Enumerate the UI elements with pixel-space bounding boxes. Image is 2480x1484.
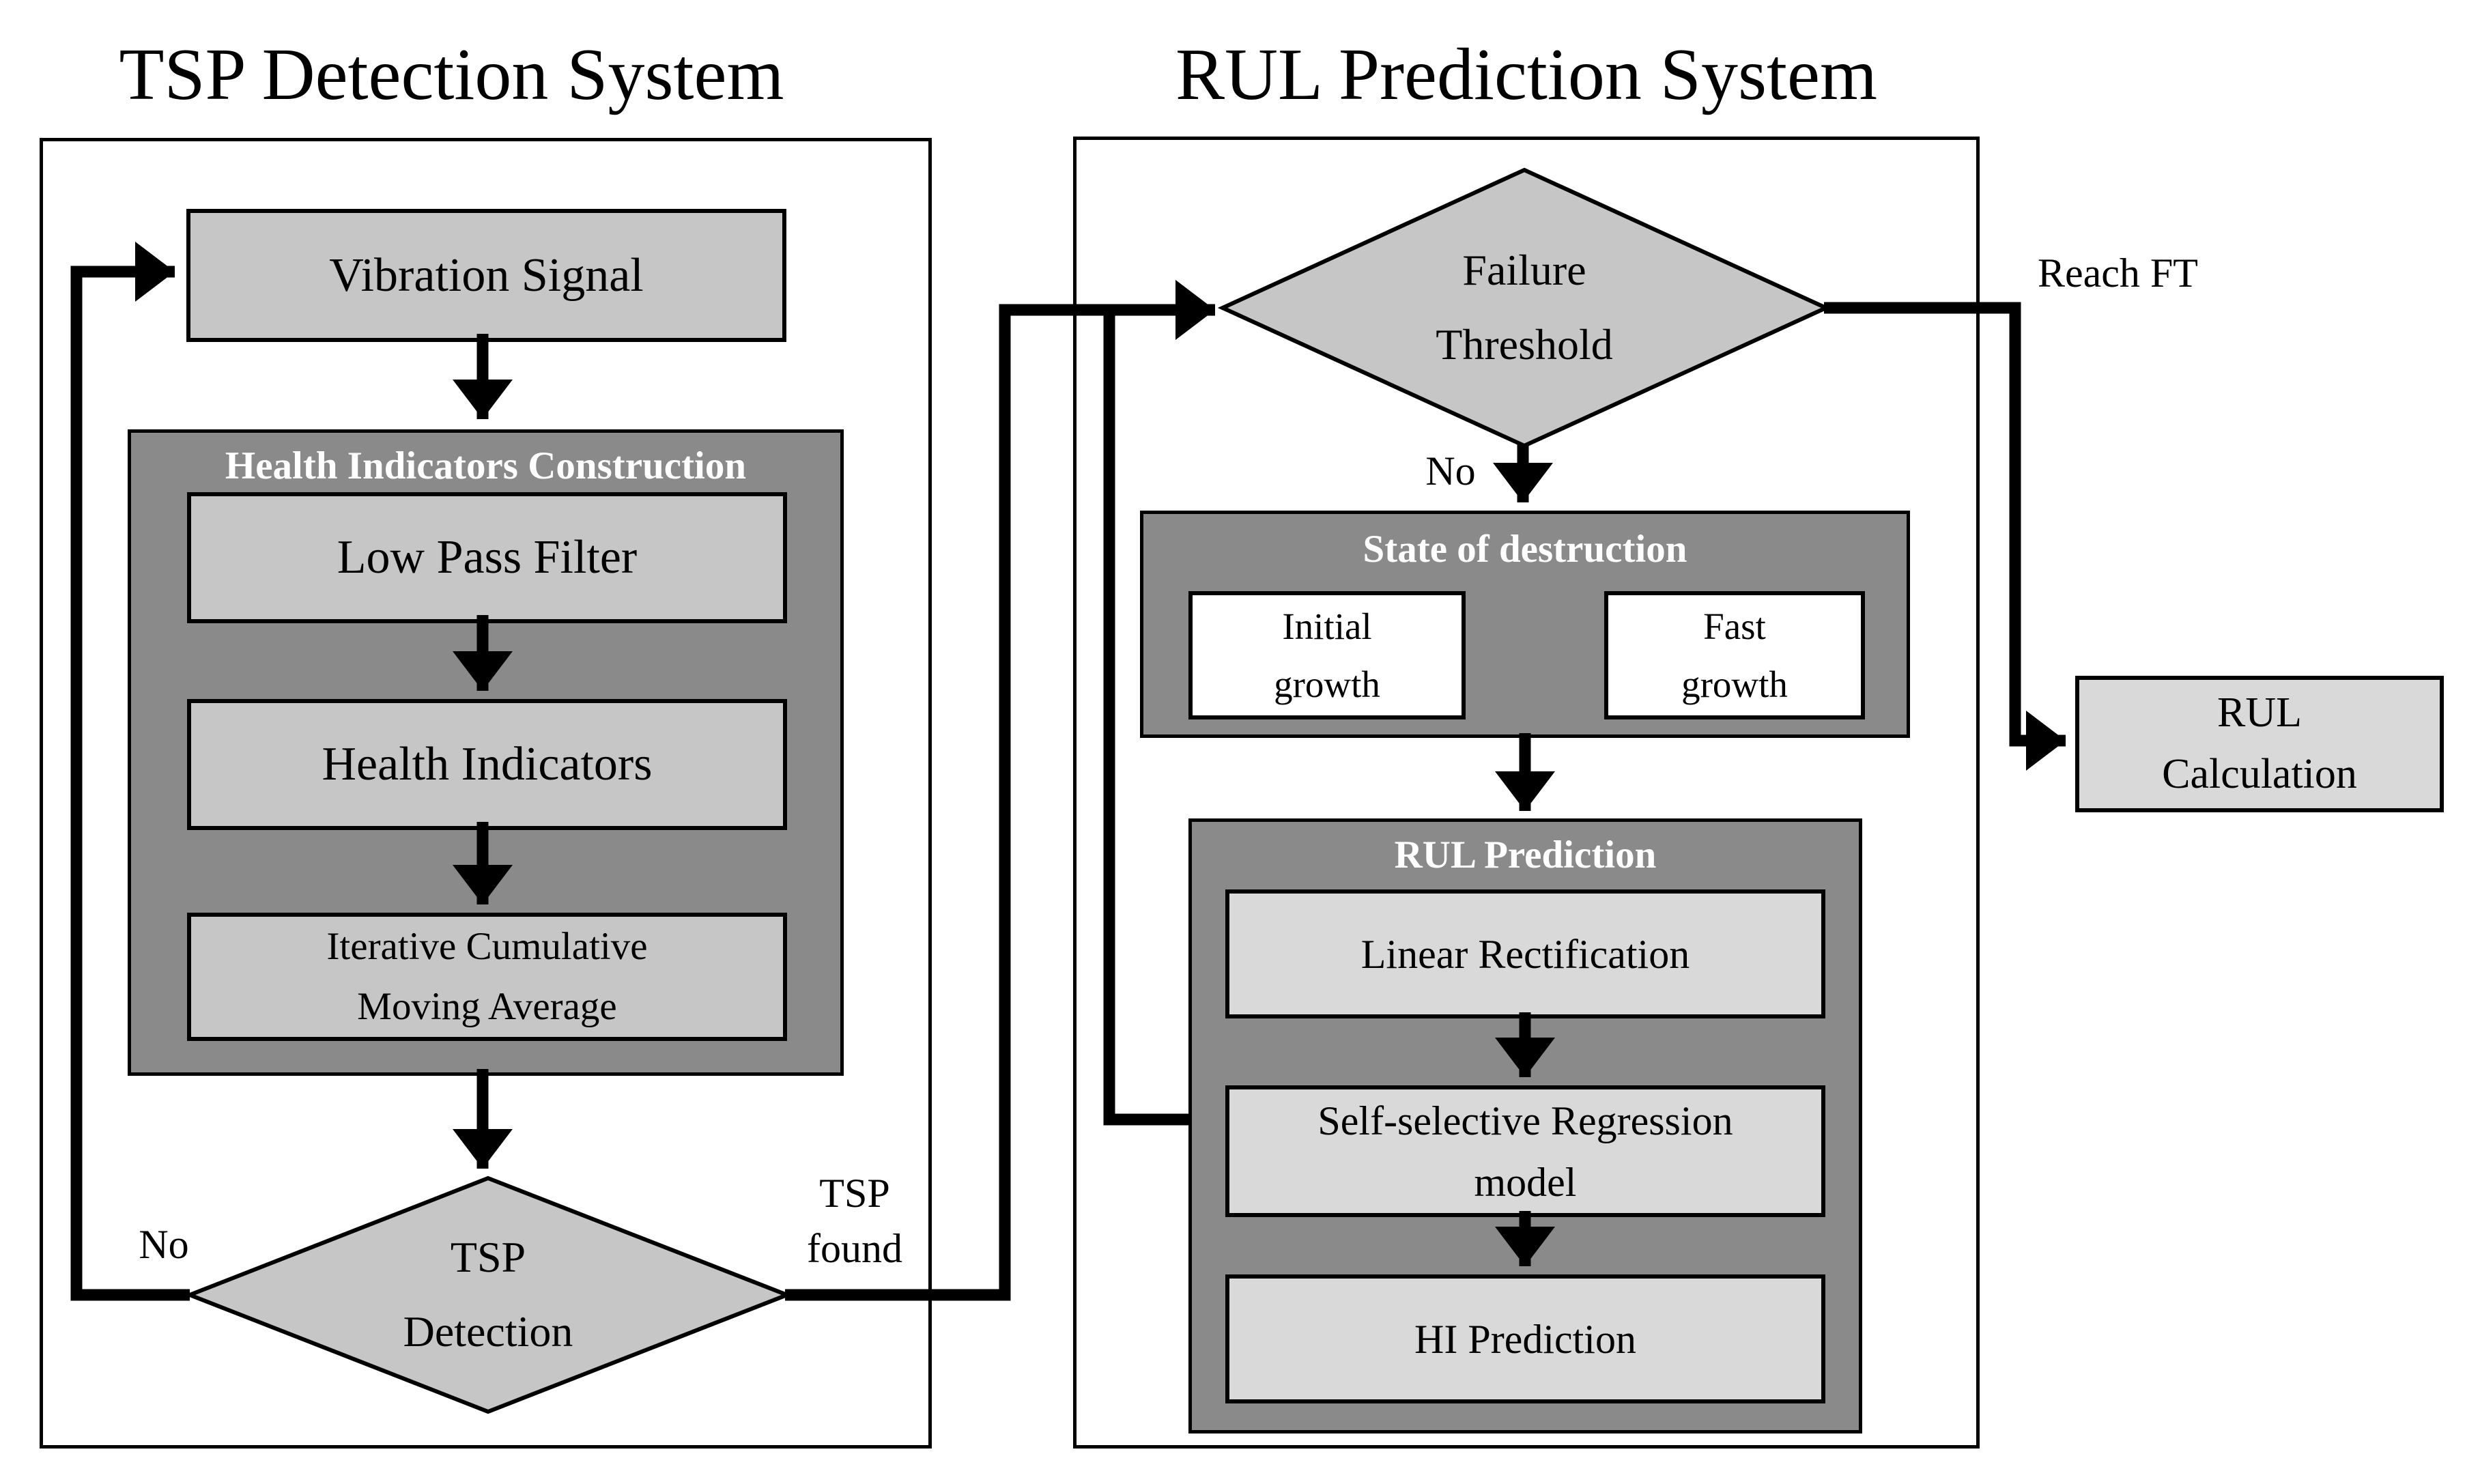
state-of-destruction-title: State of destruction [1363,528,1687,571]
failure-threshold-label: Failure Threshold [1436,246,1613,369]
reach-ft-branch-label: Reach FT [2038,251,2198,296]
self-selective-regression-label: Self-selective Regression model [1317,1098,1733,1205]
health-indicators-construction-title: Health Indicators Construction [225,444,747,487]
low-pass-filter-box: Low Pass Filter [187,492,787,623]
vibration-signal-label: Vibration Signal [329,248,644,302]
tsp-found-branch-label: TSP found [807,1171,902,1271]
fast-growth-label: Fast growth [1681,605,1788,705]
iterative-cumulative-moving-average-box: Iterative Cumulative Moving Average [187,913,787,1041]
tsp-system-title: TSP Detection System [119,34,784,115]
hi-prediction-label: HI Prediction [1414,1316,1636,1362]
low-pass-filter-label: Low Pass Filter [337,531,638,584]
hi-prediction-box: HI Prediction [1225,1274,1825,1403]
health-indicators-label: Health Indicators [322,738,653,791]
iterative-cumulative-moving-average-label: Iterative Cumulative Moving Average [326,924,648,1028]
initial-growth-box: Initial growth [1188,591,1466,719]
self-selective-regression-box: Self-selective Regression model [1225,1085,1825,1217]
rul-prediction-title: RUL Prediction [1394,833,1657,876]
health-indicators-box: Health Indicators [187,699,787,830]
rul-calculation-box: RUL Calculation [2075,676,2444,812]
rul-calculation-label: RUL Calculation [2162,689,2357,797]
tsp-no-branch-label: No [139,1222,189,1267]
vibration-signal-box: Vibration Signal [186,209,786,342]
tsp-detection-label: TSP Detection [403,1233,573,1356]
fast-growth-box: Fast growth [1604,591,1865,719]
linear-rectification-label: Linear Rectification [1360,931,1690,977]
failure-threshold-no-branch-label: No [1425,448,1476,494]
linear-rectification-box: Linear Rectification [1225,889,1825,1018]
failure-threshold-label-wrap: Failure Threshold [1354,170,1695,446]
initial-growth-label: Initial growth [1274,605,1380,705]
tsp-detection-label-wrap: TSP Detection [317,1178,659,1412]
rul-system-title: RUL Prediction System [1175,34,1877,115]
